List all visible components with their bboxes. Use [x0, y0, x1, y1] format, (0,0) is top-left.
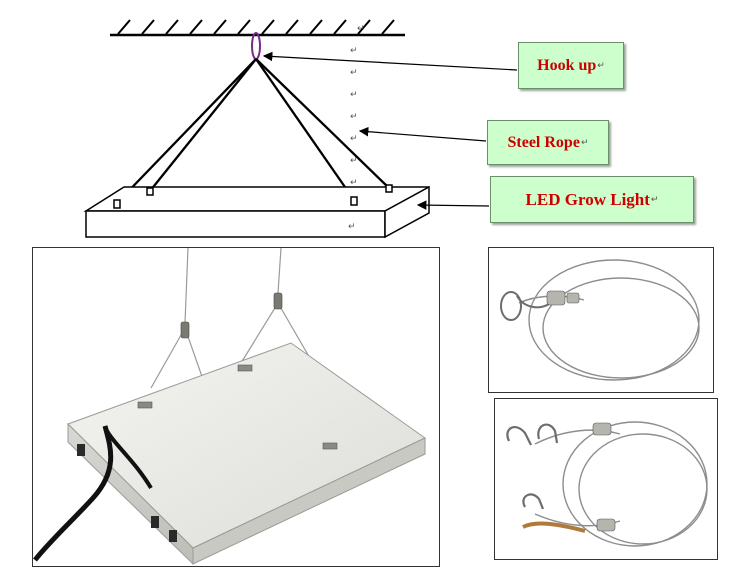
svg-text:↵: ↵: [350, 134, 358, 144]
return-arrow-icon: ↵: [597, 60, 605, 71]
hook-up-label: Hook up↵: [518, 42, 624, 89]
led-grow-light-text: LED Grow Light: [525, 189, 650, 209]
steel-rope-photo-1: [488, 247, 714, 393]
hanging-panel-photo: [32, 247, 440, 567]
steel-rope-text: Steel Rope: [507, 133, 580, 151]
return-arrow-icon: ↵: [580, 137, 589, 148]
svg-text:↵: ↵: [350, 90, 358, 100]
led-grow-light-label: LED Grow Light↵: [490, 176, 694, 223]
svg-text:↵: ↵: [348, 222, 356, 232]
svg-text:↵: ↵: [350, 156, 358, 166]
svg-text:↵: ↵: [357, 24, 365, 34]
svg-text:↵: ↵: [350, 46, 358, 56]
svg-text:↵: ↵: [350, 68, 358, 78]
power-cable: [33, 425, 114, 562]
cable-loop-icon: [500, 259, 700, 381]
return-arrow-icon: ↵: [650, 194, 659, 205]
return-arrow-icon: ↵ ↵ ↵ ↵ ↵ ↵ ↵ ↵ ↵: [348, 24, 365, 232]
led-panel-schematic: [83, 185, 430, 239]
svg-text:↵: ↵: [350, 178, 358, 188]
hook-ring-icon: [251, 32, 261, 60]
svg-text:↵: ↵: [350, 112, 358, 122]
hook-up-text: Hook up: [537, 56, 597, 74]
rope-clips: [113, 184, 393, 209]
leader-arrows: [262, 51, 518, 210]
steel-rope-label: Steel Rope↵: [487, 120, 609, 165]
panel-illustration: [33, 248, 426, 566]
steel-rope-photo-2: [494, 398, 718, 560]
snap-hook-icon: [506, 421, 708, 547]
steel-rope-lines: [116, 58, 390, 204]
